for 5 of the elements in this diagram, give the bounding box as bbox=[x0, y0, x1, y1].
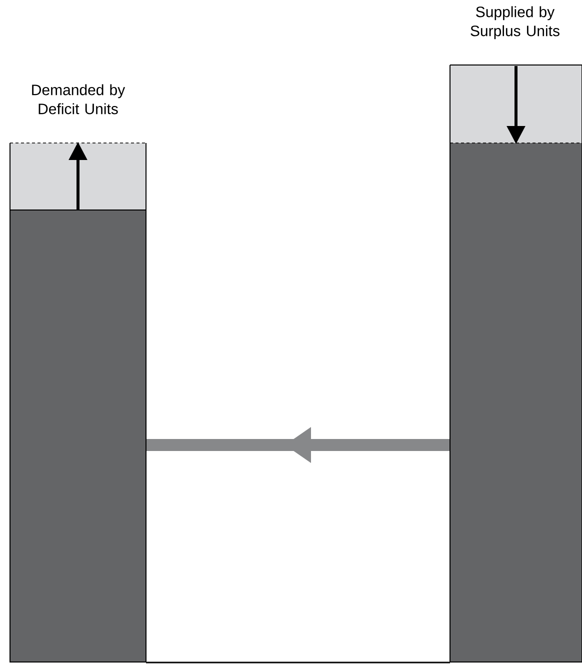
bar bbox=[9, 142, 147, 662]
flow-arrow bbox=[146, 427, 450, 463]
bar bbox=[449, 64, 582, 662]
bar-label: Supplied by Surplus Units bbox=[470, 6, 560, 40]
bar-label: Demanded by Deficit Units bbox=[32, 84, 126, 114]
